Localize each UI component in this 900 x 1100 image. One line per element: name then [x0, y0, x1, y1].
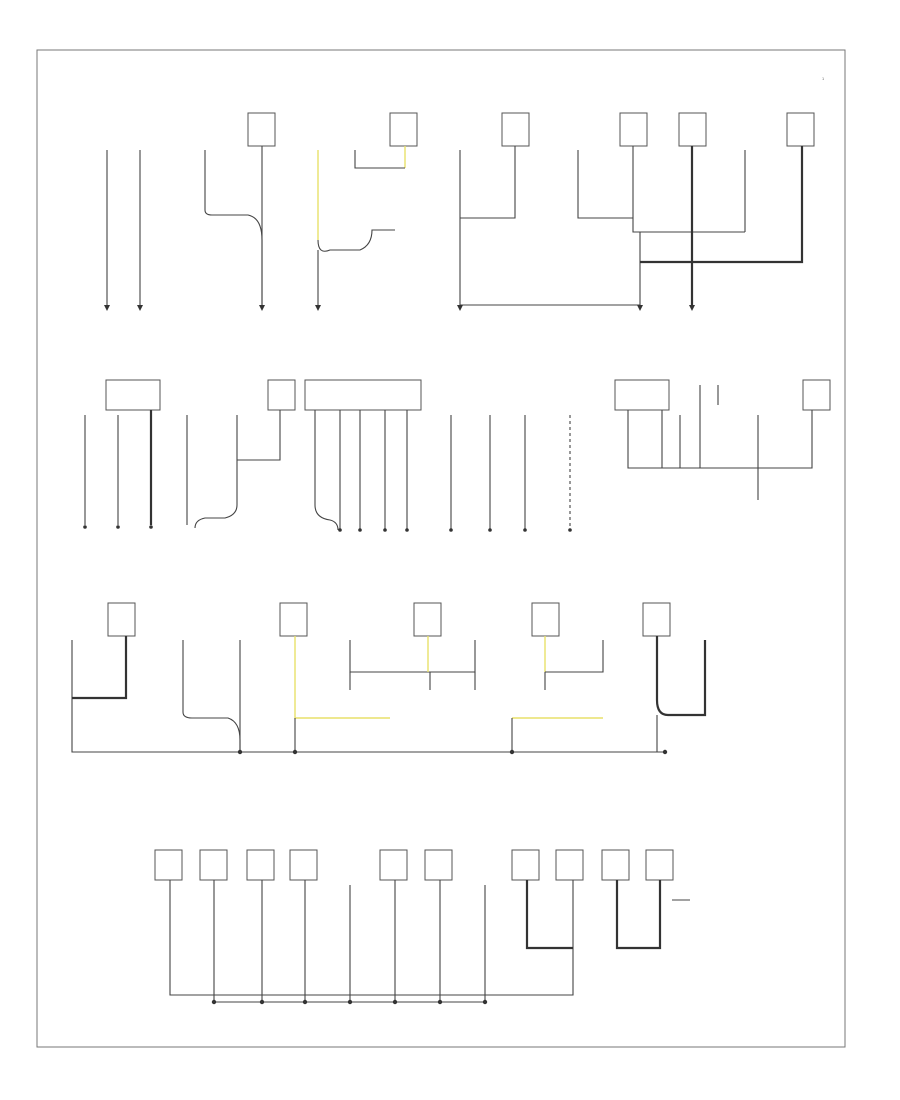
wire-bold [72, 636, 128, 700]
component-box [614, 379, 670, 411]
ground-node [509, 749, 515, 755]
wire-bold [640, 146, 804, 264]
component-box [531, 602, 560, 637]
row-1-section [104, 112, 815, 311]
component-box [601, 849, 630, 881]
wire-bold [655, 636, 707, 717]
component-box [289, 849, 318, 881]
page-marker: 1 [822, 77, 824, 81]
wire [354, 150, 372, 169]
ground-node [211, 999, 217, 1005]
ground-node [662, 749, 668, 755]
ground-terminal [137, 305, 143, 311]
component-box [555, 849, 584, 881]
ground-node [523, 528, 527, 532]
component-box [379, 849, 408, 881]
component-box [786, 112, 815, 147]
row-2-section [83, 379, 831, 532]
ground-node [302, 999, 308, 1005]
component-box [642, 602, 671, 637]
wire-bold [615, 880, 662, 950]
wire [71, 640, 665, 753]
ground-node [482, 999, 488, 1005]
component-box [413, 602, 442, 637]
ground-node [383, 528, 387, 532]
ground-node [149, 525, 153, 529]
component-box [424, 849, 453, 881]
wire [237, 410, 281, 461]
row-3-section [71, 602, 707, 755]
ground-terminal [104, 305, 110, 311]
ground-node [392, 999, 398, 1005]
component-box [267, 379, 296, 411]
component-box [501, 112, 530, 147]
ground-node [568, 528, 572, 532]
component-box [154, 849, 183, 881]
ground-node [437, 999, 443, 1005]
ground-node [358, 528, 362, 532]
ground-node [259, 999, 265, 1005]
component-box [247, 112, 276, 147]
wire [194, 465, 238, 529]
ground-node [338, 528, 342, 532]
component-box [279, 602, 308, 637]
wire [460, 146, 516, 219]
wire-yellow [294, 636, 390, 719]
ground-node [116, 525, 120, 529]
component-box [511, 849, 540, 881]
component-box [678, 112, 707, 147]
wire [459, 150, 640, 306]
ground-terminal [315, 305, 321, 311]
component-box [199, 849, 228, 881]
wire [169, 880, 574, 996]
wire [314, 410, 339, 531]
wire [627, 410, 813, 469]
wire [182, 640, 241, 752]
ground-node [237, 749, 243, 755]
wire [474, 672, 546, 690]
wire [577, 150, 633, 219]
ground-terminal [689, 305, 695, 311]
diagram-frame [36, 49, 846, 1048]
wire [632, 146, 745, 233]
ground-terminal [457, 305, 463, 311]
ground-node [405, 528, 409, 532]
wire [317, 229, 395, 252]
component-box [304, 379, 422, 411]
wire [545, 640, 604, 673]
ground-node [83, 525, 87, 529]
wire [349, 672, 431, 690]
wire [349, 640, 476, 673]
component-box [389, 112, 418, 147]
ground-terminal [259, 305, 265, 311]
component-box [246, 849, 275, 881]
ground-node [292, 749, 298, 755]
wire-bold [525, 880, 573, 950]
ground-node [347, 999, 353, 1005]
ground-node [488, 528, 492, 532]
ground-terminal [637, 305, 643, 311]
component-box [802, 379, 831, 411]
row-4-section [154, 849, 690, 1005]
component-box [619, 112, 648, 147]
component-box [105, 379, 161, 411]
component-box [645, 849, 674, 881]
wire [204, 150, 263, 305]
ground-node [449, 528, 453, 532]
component-box [107, 602, 136, 637]
